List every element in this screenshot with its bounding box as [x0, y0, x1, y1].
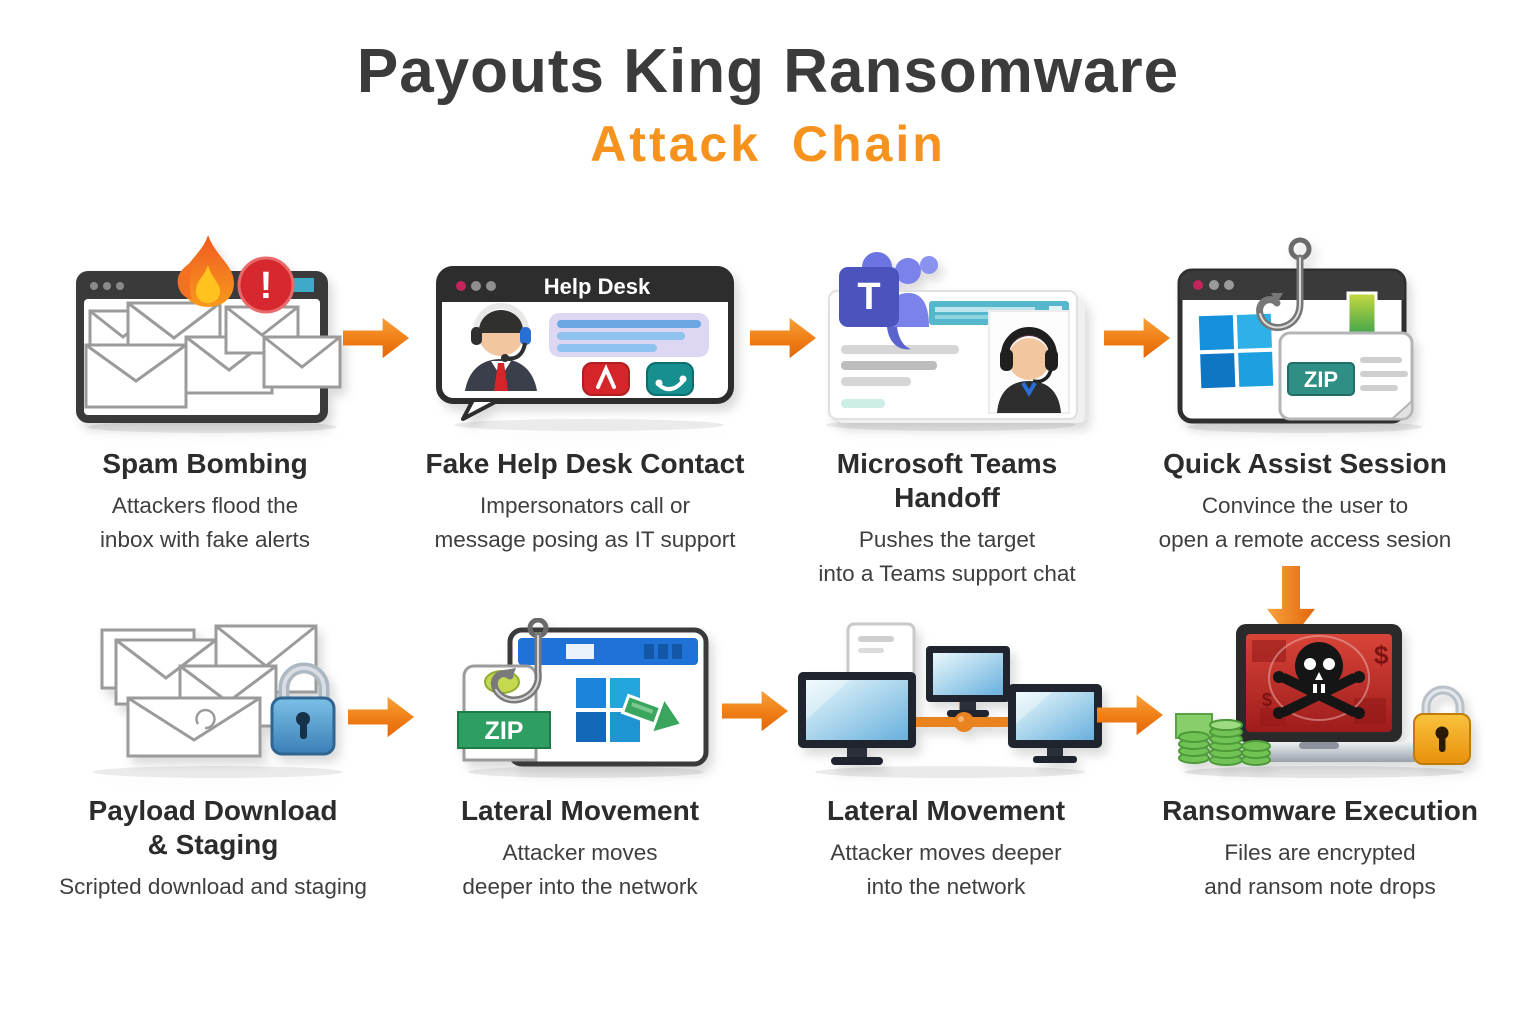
teams-logo-letter: T: [857, 276, 880, 318]
support-agent-icon: [465, 303, 537, 391]
gold-padlock-icon: [1413, 685, 1471, 765]
step-payload-download: Payload Download & Staging Scripted down…: [33, 612, 393, 904]
app-button-icon: [582, 362, 630, 396]
ransomware-icon-box: $ $: [1140, 612, 1500, 780]
step-description: Scripted download and staging: [59, 874, 367, 900]
step-description: Impersonators call or message posing as …: [434, 493, 736, 552]
step-description: Pushes the target into a Teams support c…: [818, 527, 1076, 587]
padlock-icon: [270, 662, 336, 756]
step-teams-handoff: T Microsoft Teams Handoff Pushes the tar…: [767, 233, 1127, 591]
header: Payouts King Ransomware Attack Chain: [0, 36, 1536, 173]
zip-label: ZIP: [1304, 367, 1338, 392]
ransomware-laptop-icon: $ $: [1175, 624, 1471, 778]
step-title: Ransomware Execution: [1162, 795, 1478, 826]
zip-label: ZIP: [485, 717, 524, 745]
page-subtitle: Attack Chain: [590, 116, 946, 172]
step-spam-bombing: ! Spam Bombing Attackers flood the inbox…: [25, 233, 385, 557]
phone-button-icon: [646, 362, 694, 396]
step-description: Attacker moves deeper into the network: [462, 840, 698, 899]
step-lateral-movement-1: ZIP Lateral Movement Attacker moves deep…: [400, 612, 760, 904]
monitor-icon-top: [926, 646, 1010, 717]
zip-hook-window-icon: ZIP: [457, 618, 709, 778]
page-title: Payouts King Ransomware: [356, 37, 1180, 106]
money-stacks-icon: [1175, 713, 1271, 766]
step-title: Quick Assist Session: [1163, 448, 1447, 479]
titlebar-accent: [292, 278, 314, 292]
chat-bubble: [549, 313, 709, 357]
spam-inbox-icon: !: [76, 235, 342, 433]
step-title: Spam Bombing: [102, 448, 308, 479]
quick-assist-icon-box: ZIP: [1125, 233, 1485, 433]
payload-icon-box: [33, 612, 393, 780]
help-desk-icon-box: Help Desk: [405, 233, 765, 433]
network-node: [954, 712, 974, 732]
headset-agent-icon: [988, 310, 1070, 414]
teams-icon-box: T: [767, 233, 1127, 433]
lateral-1-icon-box: ZIP: [400, 612, 760, 780]
step-title: Fake Help Desk Contact: [425, 448, 745, 479]
step-title: Lateral Movement: [460, 795, 700, 826]
step-quick-assist: ZIP Quick Assist Session Convince the us…: [1125, 233, 1485, 557]
quick-assist-icon: ZIP: [1177, 237, 1423, 433]
step-title: Microsoft Teams Handoff: [836, 448, 1058, 514]
envelope-icons: [84, 301, 342, 409]
lateral-2-icon-box: [766, 612, 1126, 780]
window-title: Help Desk: [544, 274, 651, 299]
envelopes-padlock-icon: [93, 624, 343, 778]
dollar-sign: $: [1374, 640, 1389, 670]
step-fake-help-desk: Help Desk: [405, 233, 765, 557]
green-arrow-icon: [620, 693, 684, 735]
teams-card-icon: T: [826, 252, 1085, 431]
microsoft-teams-logo-icon: T: [839, 252, 938, 350]
help-desk-window-icon: Help Desk: [436, 266, 734, 431]
spam-bombing-icon-box: !: [25, 233, 385, 433]
step-lateral-movement-2: Lateral Movement Attacker moves deeper i…: [766, 612, 1126, 904]
monitor-icon-right: [1008, 684, 1102, 763]
step-description: Attacker moves deeper into the network: [830, 840, 1062, 899]
envelope-icons: [100, 624, 318, 758]
fishing-hook-icon: [490, 618, 549, 704]
skull-crossbones-icon: [1268, 635, 1370, 721]
fishing-hook-icon: [1256, 237, 1312, 331]
svg-text:!: !: [260, 265, 273, 307]
text-lines: [841, 345, 959, 408]
zip-document: ZIP: [1278, 331, 1414, 421]
alert-icon: !: [237, 256, 295, 314]
network-computers-icon: [798, 622, 1102, 778]
step-description: Attackers flood the inbox with fake aler…: [99, 493, 311, 552]
monitor-icon-left: [798, 672, 916, 765]
step-description: Files are encrypted and ransom note drop…: [1204, 840, 1436, 899]
fire-icon: [177, 235, 234, 307]
step-title: Lateral Movement: [826, 795, 1066, 826]
step-ransomware-execution: $ $: [1140, 612, 1500, 904]
dollar-sign-small: $: [1262, 690, 1272, 710]
step-description: Convince the user to open a remote acces…: [1158, 493, 1452, 552]
step-title: Payload Download & Staging: [88, 795, 338, 861]
